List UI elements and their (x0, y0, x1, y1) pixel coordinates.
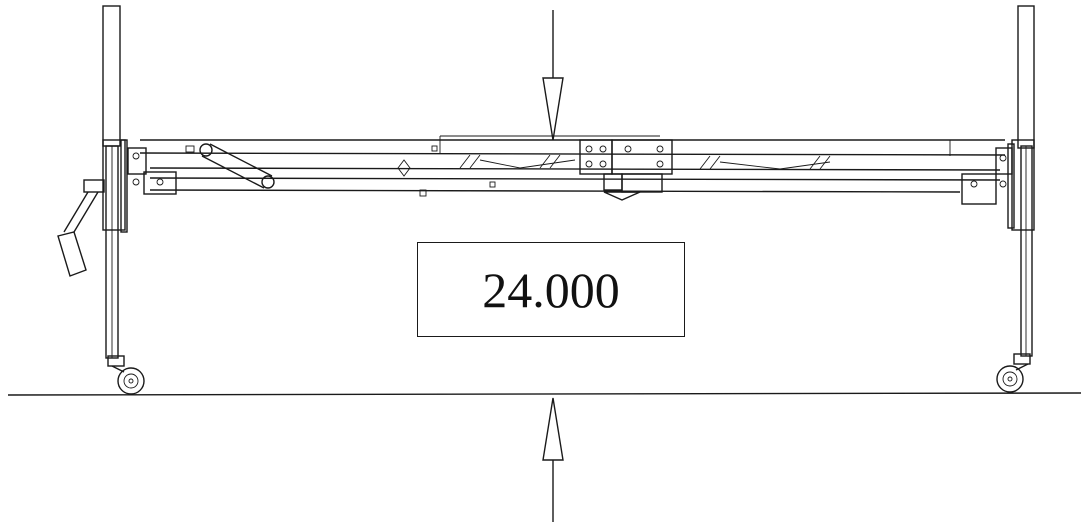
right-brackets (961, 147, 1013, 205)
linkage-arm (199, 143, 275, 189)
crank-handle (57, 179, 105, 277)
left-post (102, 5, 145, 395)
dimension-arrow-bottom (542, 397, 564, 522)
center-plates (579, 139, 673, 201)
floor-line (7, 392, 1081, 396)
spring-details (397, 145, 831, 197)
right-post (996, 5, 1035, 393)
dimension-arrow-top (542, 10, 564, 141)
frame-rails (139, 135, 1006, 193)
left-brackets (127, 145, 195, 195)
dimension-value: 24.000 (482, 261, 620, 318)
dimension-box: 24.000 (417, 242, 685, 337)
